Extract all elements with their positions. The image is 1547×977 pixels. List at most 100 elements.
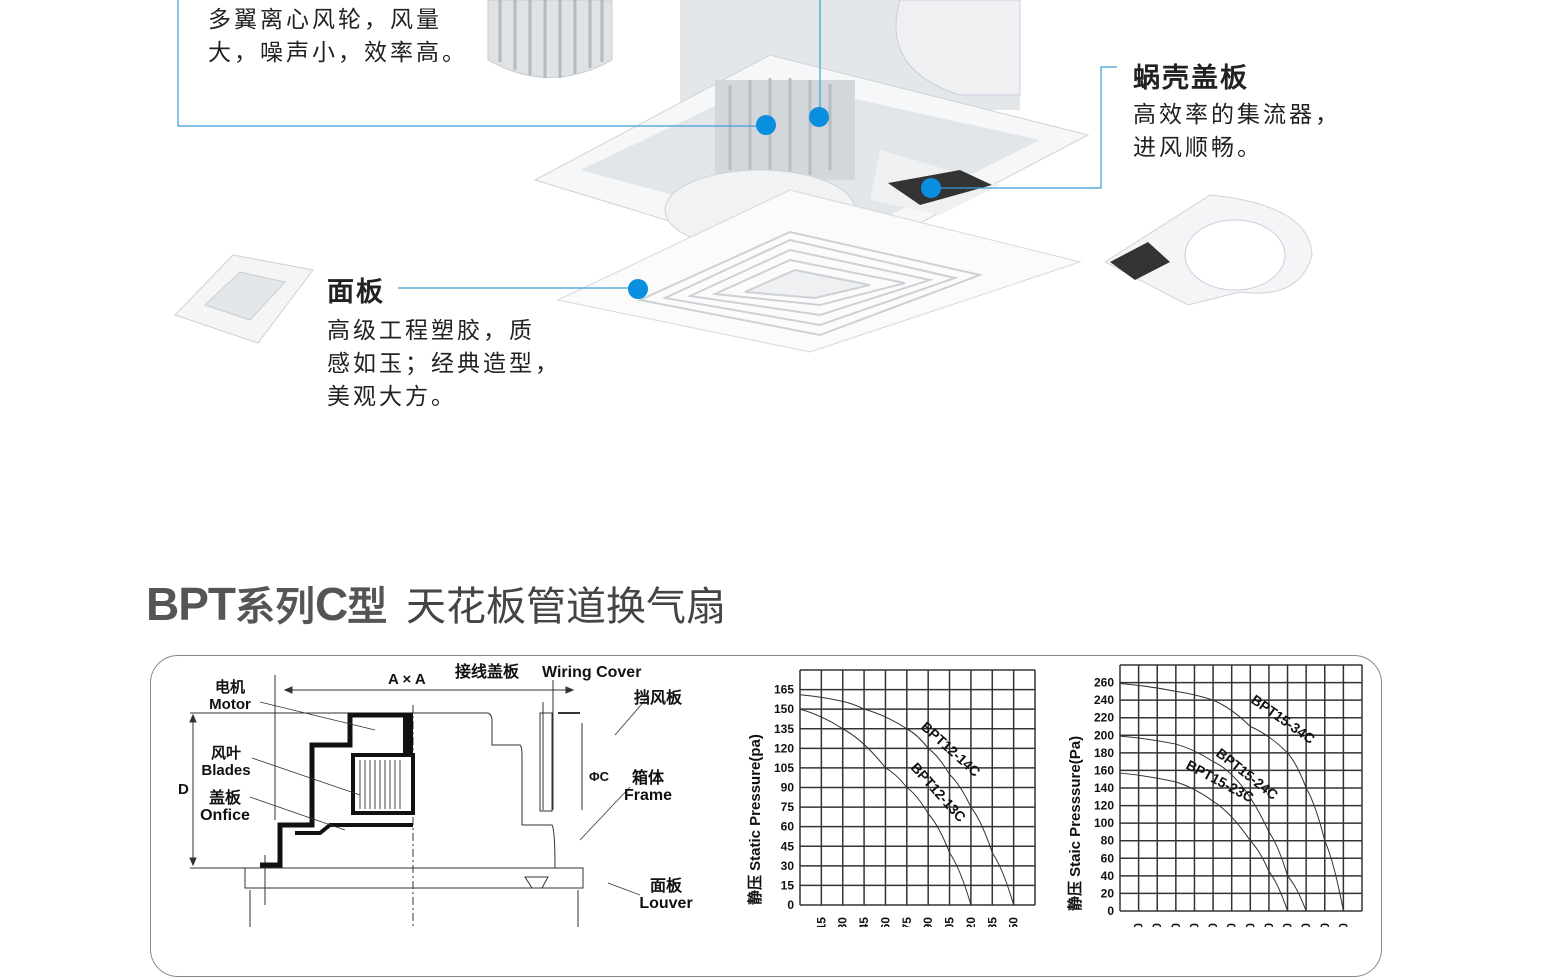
dimension-phic: ΦC [589, 769, 610, 784]
dimension-aa: A × A [388, 671, 426, 688]
wheel-line-1: 多翼离心风轮，风量 [208, 7, 442, 33]
y-tick-label: 200 [1094, 728, 1114, 742]
series-label: BPT12-13C [908, 759, 969, 825]
x-tick-label: 140 [1243, 923, 1257, 927]
panel-line-2: 感如玉；经典造型， [327, 351, 561, 377]
y-tick-label: 20 [1101, 886, 1115, 900]
y-tick-label: 220 [1094, 711, 1114, 725]
louver-en: Louver [639, 895, 693, 912]
x-tick-label: 180 [1281, 923, 1295, 927]
product-illustration [174, 0, 1313, 353]
series-line-bpt12-13c [799, 708, 972, 906]
panel-line-3: 美观大方。 [327, 384, 457, 410]
y-tick-label: 165 [774, 683, 794, 697]
x-tick-label: 220 [1318, 923, 1332, 927]
y-tick-label: 105 [774, 761, 794, 775]
y-axis-label: 静压 Static Pressure(pa) [746, 734, 764, 905]
type-text: 型 [347, 584, 388, 630]
motor-en: Motor [209, 696, 251, 713]
y-tick-label: 160 [1094, 763, 1114, 777]
y-tick-label: 140 [1094, 781, 1114, 795]
blades-cn: 风叶 [210, 745, 241, 762]
x-tick-label: 150 [1007, 917, 1021, 927]
series-text: 系列 [235, 584, 315, 630]
x-tick-label: 60 [1169, 923, 1183, 927]
panel-title: 面板 [327, 277, 385, 308]
x-tick-label: 30 [836, 917, 850, 927]
series-line-bpt15-34c [1119, 682, 1344, 912]
dimension-diagram [189, 675, 648, 927]
x-tick-label: 60 [878, 917, 892, 927]
y-tick-label: 120 [774, 741, 794, 755]
volute-cover-image [1103, 194, 1313, 306]
volute-line-2: 进风顺畅。 [1133, 135, 1263, 161]
frame-cn: 箱体 [631, 770, 664, 787]
y-tick-label: 135 [774, 722, 794, 736]
y-tick-label: 240 [1094, 693, 1114, 707]
x-tick-label: 100 [1206, 923, 1220, 927]
series-line-bpt12-14c [799, 694, 1015, 906]
x-tick-label: 90 [921, 917, 935, 927]
y-tick-label: 100 [1094, 816, 1114, 830]
panel-line-1: 高级工程塑胶，质 [327, 318, 535, 344]
y-axis-label: 静压 Staic Presssure(Pa) [1066, 736, 1084, 911]
y-tick-label: 80 [1101, 834, 1115, 848]
x-tick-label: 120 [964, 917, 978, 927]
pressure-chart-bpt12: 0 15 30 45 60 75 90 105 120 135 150 165 15 30 45 60 75 90… [746, 669, 1036, 927]
wiring-cover-cn: 接线盖板 [455, 664, 520, 681]
x-tick-label: 105 [943, 917, 957, 927]
y-tick-label: 30 [781, 859, 795, 873]
series-line-bpt15-24c [1119, 735, 1307, 912]
y-tick-label: 60 [781, 820, 795, 834]
blades-en: Blades [201, 762, 251, 779]
x-tick-label: 15 [814, 917, 828, 927]
dimension-d: D [178, 781, 189, 798]
x-tick-label: 20 [1132, 923, 1146, 927]
callout-dots [628, 107, 941, 299]
orifice-cn: 盖板 [208, 790, 241, 807]
baffle-label: 挡风板 [634, 690, 683, 707]
panel-thumbnail-image [174, 254, 314, 344]
volute-callout: 蜗壳盖板 高效率的集流器， 进风顺畅。 [1133, 56, 1341, 165]
x-tick-label: 40 [1150, 923, 1164, 927]
louver-cn: 面板 [649, 878, 682, 895]
y-tick-label: 0 [787, 898, 794, 912]
x-tick-label: 75 [900, 917, 914, 927]
callout-lines [177, 0, 1117, 289]
x-tick-label: 135 [985, 917, 999, 927]
x-tick-label: 240 [1336, 923, 1350, 927]
motor-cn: 电机 [214, 679, 245, 696]
section-title: BPT系列C型 天花板管道换气扇 [146, 574, 726, 632]
orifice-en: Onfice [200, 807, 250, 824]
y-tick-label: 150 [774, 702, 794, 716]
y-tick-label: 260 [1094, 676, 1114, 690]
x-tick-label: 200 [1299, 923, 1313, 927]
x-tick-label: 80 [1187, 923, 1201, 927]
type-letter: C [315, 578, 348, 630]
frame-en: Frame [623, 787, 673, 804]
y-tick-label: 120 [1094, 799, 1114, 813]
volute-title: 蜗壳盖板 [1133, 63, 1249, 94]
wiring-cover-en: Wiring Cover [542, 664, 642, 681]
panel-callout: 面板 高级工程塑胶，质 感如玉；经典造型， 美观大方。 [327, 270, 561, 414]
fan-body-image [533, 0, 1090, 353]
y-tick-label: 60 [1101, 851, 1115, 865]
y-tick-label: 90 [781, 781, 795, 795]
pressure-chart-bpt15: 0204060801001201401601802002202402602040… [1066, 664, 1363, 927]
series-line-bpt15-23c [1119, 772, 1289, 912]
volute-line-1: 高效率的集流器， [1133, 102, 1341, 128]
wheel-callout-text: 多翼离心风轮，风量 大，噪声小，效率高。 [208, 4, 468, 70]
y-tick-label: 75 [781, 800, 795, 814]
y-tick-label: 40 [1101, 869, 1115, 883]
y-tick-label: 45 [781, 839, 795, 853]
wheel-line-2: 大，噪声小，效率高。 [208, 40, 468, 66]
x-tick-label: 160 [1262, 923, 1276, 927]
product-name: 天花板管道换气扇 [405, 584, 726, 630]
y-tick-label: 15 [781, 878, 795, 892]
x-tick-label: 45 [857, 917, 871, 927]
